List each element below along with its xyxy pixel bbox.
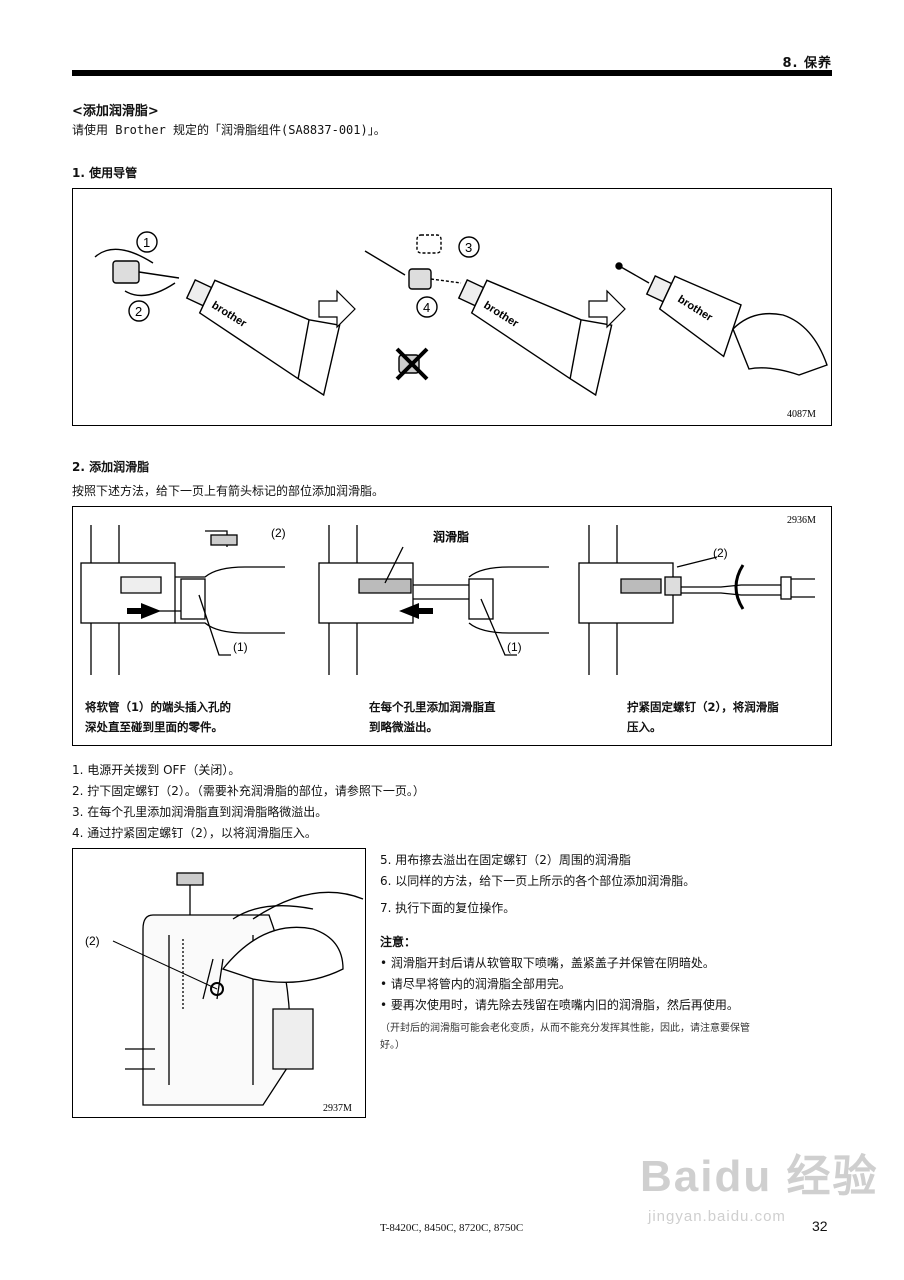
caution-block: 注意： • 润滑脂开封后请从软管取下喷嘴，盖紧盖子并保管在阴暗处。 • 请尽早将… (380, 932, 750, 1054)
caption-tighten-screw-line2: 压入。 (627, 720, 662, 734)
prohibited-icon (395, 347, 429, 381)
baidu-watermark: Baidu 经验 jingyan.baidu.com (640, 1140, 878, 1225)
procedure-step-6: 6. 以同样的方法，给下一页上所示的各个部位添加润滑脂。 (380, 874, 696, 888)
figure-code-4087m: 4087M (787, 409, 816, 420)
grease-figure: (2) (1) 润滑脂 (1) (2) (72, 506, 832, 746)
caution-note-line2: 好。） (380, 1040, 405, 1051)
caption-tighten-screw: 拧紧固定螺钉（2），将润滑脂 压入。 (627, 697, 779, 737)
procedure-list: 1. 电源开关拨到 OFF（关闭）。 2. 拧下固定螺钉（2）。（需要补充润滑脂… (72, 760, 425, 844)
caution-item-2: • 请尽早将管内的润滑脂全部用完。 (380, 977, 571, 991)
caution-heading: 注意： (380, 935, 417, 949)
label-grease: 润滑脂 (433, 529, 469, 544)
caption-insert-hose: 将软管（1）的端头插入孔的 深处直至碰到里面的零件。 (85, 697, 231, 737)
watermark-url: jingyan.baidu.com (648, 1208, 786, 1225)
callout-4: 4 (423, 300, 430, 315)
arrow-right-icon (318, 289, 356, 329)
label-screw-2-a: (2) (271, 526, 286, 540)
callout-2: 2 (135, 304, 142, 319)
caution-note-line1: （开封后的润滑脂可能会老化变质，从而不能充分发挥其性能，因此，请注意要保管 (380, 1023, 750, 1034)
procedure-step-7: 7. 执行下面的复位操作。 (380, 901, 516, 915)
step2-heading: 2. 添加润滑脂 (72, 460, 150, 474)
arrow-left-icon (127, 603, 161, 619)
photo-label-screw-2: (2) (85, 934, 100, 948)
step2-desc: 按照下述方法，给下一页上有箭头标记的部位添加润滑脂。 (72, 484, 385, 498)
header-rule (72, 70, 832, 76)
procedure-step-4: 4. 通过拧紧固定螺钉（2），以将润滑脂压入。 (72, 826, 317, 840)
section-header: 8. 保养 (782, 56, 832, 71)
footer-models: T-8420C, 8450C, 8720C, 8750C (380, 1222, 524, 1234)
callout-3: 3 (465, 240, 472, 255)
caption-add-grease-line1: 在每个孔里添加润滑脂直 (369, 700, 496, 714)
figure-code-2936m: 2936M (787, 515, 816, 526)
arrow-right-icon (399, 603, 433, 619)
page-title: <添加润滑脂> (72, 104, 159, 119)
caption-insert-hose-line1: 将软管（1）的端头插入孔的 (85, 700, 232, 714)
caption-tighten-screw-line1: 拧紧固定螺钉（2），将润滑脂 (627, 700, 779, 714)
intro-text: 请使用 Brother 规定的「润滑脂组件(SA8837-001)」。 (72, 123, 386, 137)
page-number: 32 (812, 1218, 828, 1234)
caution-item-1: • 润滑脂开封后请从软管取下喷嘴，盖紧盖子并保管在阴暗处。 (380, 956, 715, 970)
caption-add-grease: 在每个孔里添加润滑脂直 到略微溢出。 (369, 697, 496, 737)
caution-item-3: • 要再次使用时，请先除去残留在喷嘴内旧的润滑脂，然后再使用。 (380, 998, 739, 1012)
arrow-right-icon (588, 289, 626, 329)
procedure-list-right: 5. 用布擦去溢出在固定螺钉（2）周围的润滑脂 6. 以同样的方法，给下一页上所… (380, 850, 695, 919)
figure-code-2937m: 2937M (323, 1103, 352, 1114)
nozzle-figure: 1 2 brother 3 4 brother (72, 188, 832, 426)
machine-illustration: (2) 2937M (85, 872, 364, 1114)
procedure-step-3: 3. 在每个孔里添加润滑脂直到润滑脂略微溢出。 (72, 805, 328, 819)
callout-1: 1 (143, 235, 150, 250)
label-hose-1-b: (1) (507, 640, 522, 654)
procedure-step-5: 5. 用布擦去溢出在固定螺钉（2）周围的润滑脂 (380, 853, 631, 867)
machine-photo: (2) 2937M (72, 848, 366, 1118)
caption-add-grease-line2: 到略微溢出。 (369, 720, 438, 734)
watermark-logo: Baidu 经验 (640, 1152, 879, 1201)
grease-illustration: (2) (1) 润滑脂 (1) (2) (80, 515, 816, 675)
label-screw-2-b: (2) (713, 546, 728, 560)
nozzle-illustration: 1 2 brother 3 4 brother (94, 231, 828, 420)
label-hose-1-a: (1) (233, 640, 248, 654)
procedure-step-2: 2. 拧下固定螺钉（2）。（需要补充润滑脂的部位，请参照下一页。） (72, 784, 425, 798)
caption-insert-hose-line2: 深处直至碰到里面的零件。 (85, 720, 223, 734)
procedure-step-1: 1. 电源开关拨到 OFF（关闭）。 (72, 763, 241, 777)
step1-heading: 1. 使用导管 (72, 166, 138, 180)
